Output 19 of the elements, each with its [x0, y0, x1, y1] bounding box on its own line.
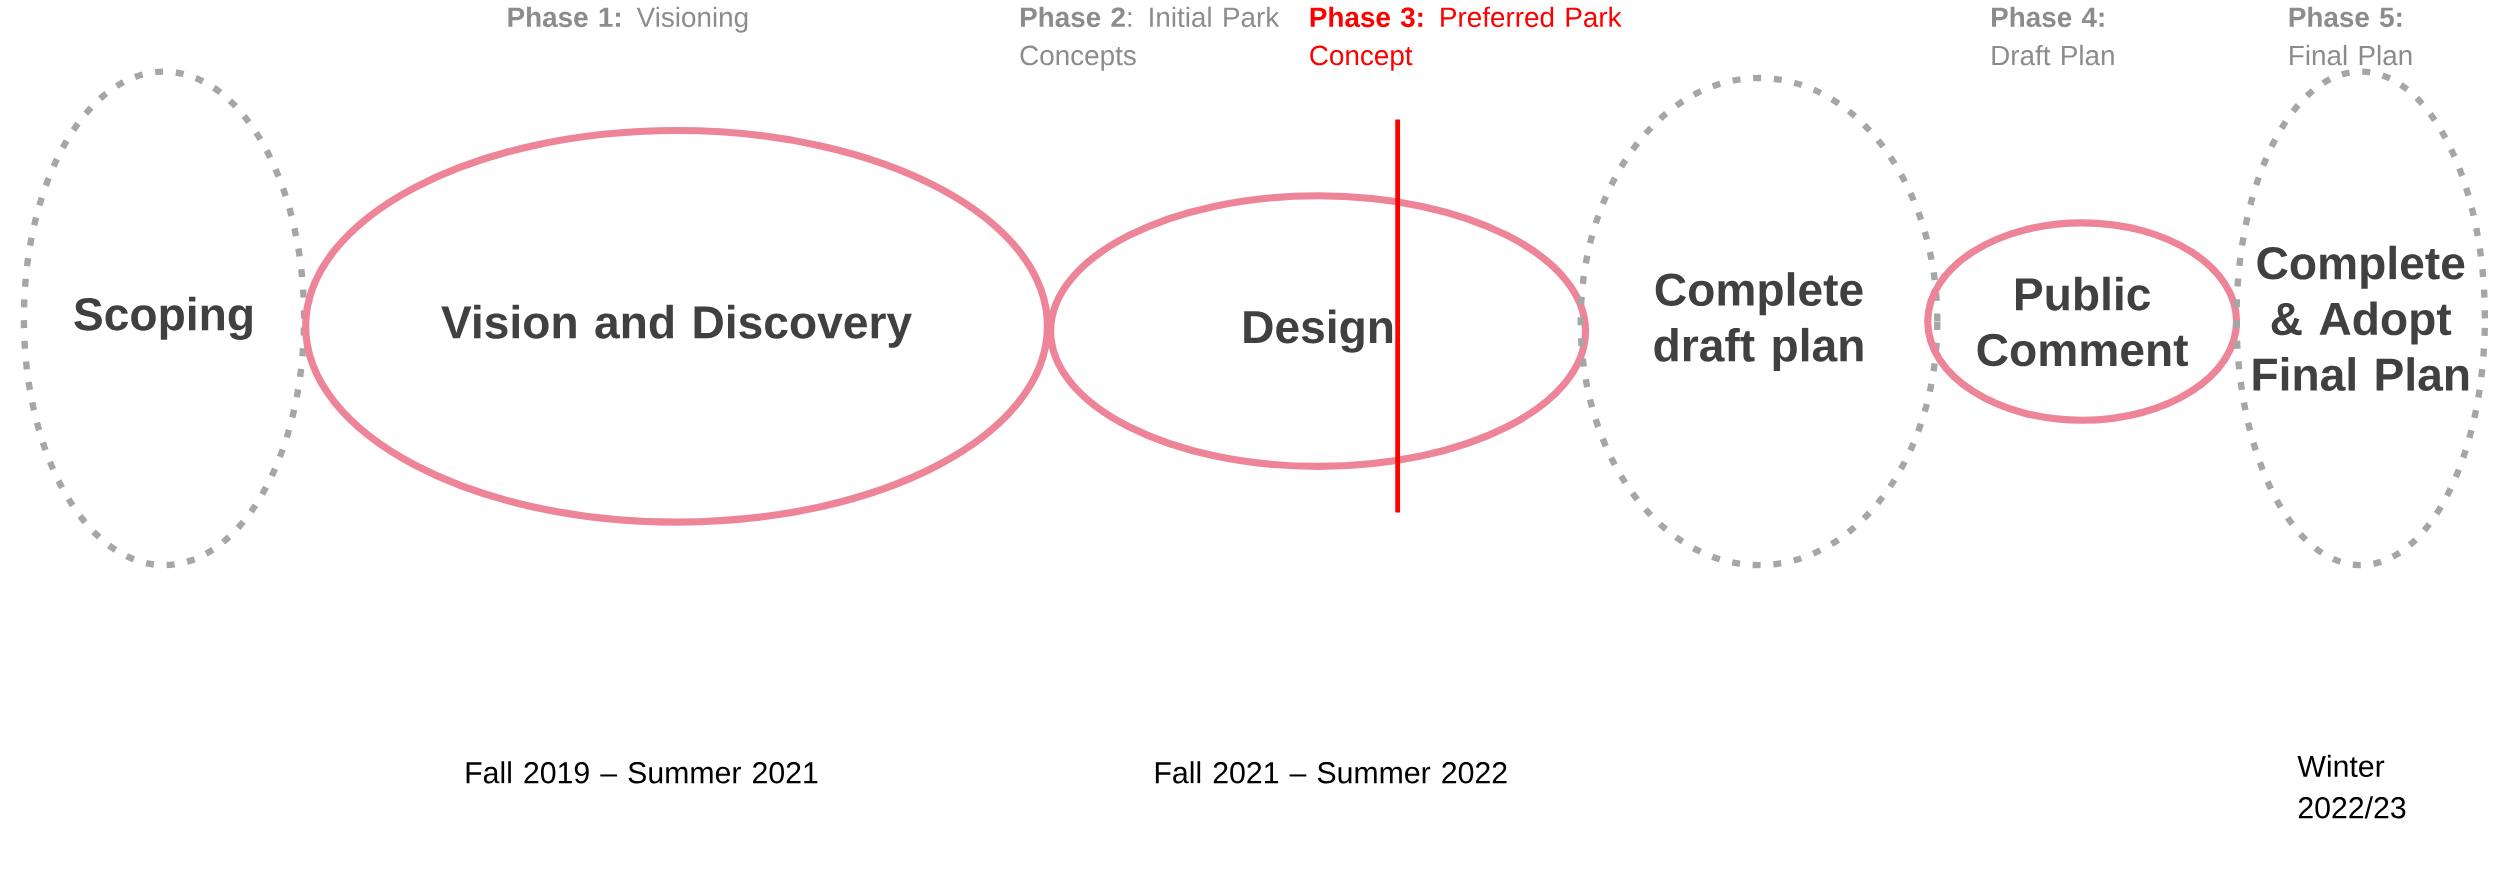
phase-name: Design [1244, 309, 1393, 353]
phase-ellipse [302, 126, 1052, 526]
phase-name: Complete draft plan [1654, 272, 1863, 371]
phase-name: Public Comment [1977, 276, 2188, 367]
phase-ellipse [2233, 68, 2489, 569]
phase-name: Complete & Adopt Final Plan [2253, 245, 2469, 391]
phase-ellipse [20, 68, 308, 569]
phase-name: Vision and Discovery [441, 304, 912, 348]
date-label: Fall 2019 – Summer 2021 [466, 761, 818, 784]
phase-label: Phase 1: Visioning [508, 6, 748, 33]
phase-ellipse [1047, 192, 1590, 470]
phase-label: Phase 3: Preferred Park Concept [1310, 6, 1622, 71]
phase-ellipse [1924, 219, 2241, 424]
date-label: Winter 2022/23 [2297, 754, 2406, 819]
phase-label: Phase 4: Draft Plan [1992, 6, 2114, 66]
phase-ellipse [1577, 74, 1941, 569]
phase-name: Scoping [74, 296, 252, 340]
phase-label: Phase 2: Initial Park Concepts [1020, 6, 1280, 71]
date-label: Fall 2021 – Summer 2022 [1155, 761, 1507, 784]
